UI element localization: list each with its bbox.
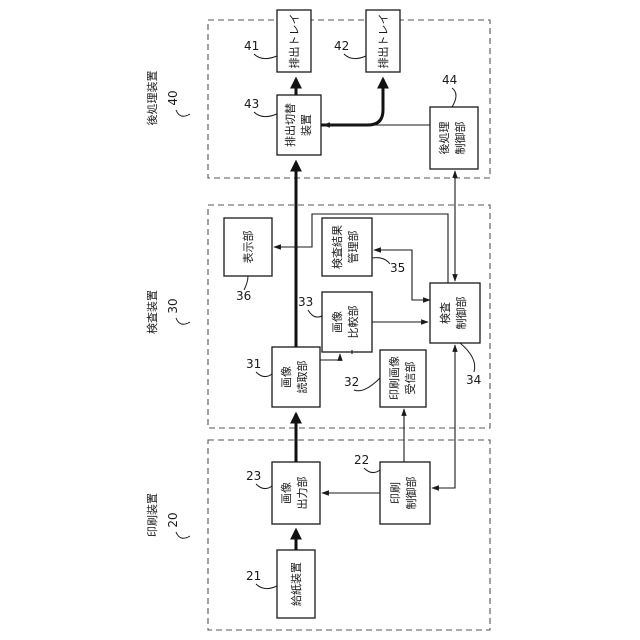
printer-device-label: 印刷装置 xyxy=(146,493,159,537)
image-read-label-1: 画像 xyxy=(280,366,293,388)
discharge-tray-2-label: 排出トレイ xyxy=(376,14,390,69)
result-management-label-1: 検査結果 xyxy=(330,225,344,269)
image-read-leader xyxy=(256,372,272,377)
inspection-control-ref: 34 xyxy=(466,373,481,387)
discharge-tray-1-ref: 41 xyxy=(244,39,259,53)
display-leader xyxy=(244,276,248,290)
paper-path-switcher-to-tray2 xyxy=(321,79,383,125)
discharge-tray-2-leader xyxy=(344,54,366,59)
discharge-tray-2-ref: 42 xyxy=(334,39,349,53)
post-device-leader xyxy=(176,110,190,116)
image-output-label-2: 出力部 xyxy=(295,477,309,510)
discharge-switcher-label-1: 排出切替 xyxy=(283,103,297,147)
image-output-ref: 23 xyxy=(246,469,261,483)
print-image-receive-label-2: 受信部 xyxy=(403,362,417,395)
signal-print-control-inspection-control xyxy=(432,345,455,488)
image-compare-ref: 33 xyxy=(298,295,313,309)
image-compare-leader xyxy=(308,310,322,317)
discharge-switcher-label-2: 装置 xyxy=(300,114,313,136)
image-output-leader xyxy=(256,484,272,489)
printer-device-ref: 20 xyxy=(166,512,180,527)
discharge-tray-1-leader xyxy=(254,54,277,59)
signal-read-to-compare xyxy=(320,354,340,360)
post-process-control-leader xyxy=(452,88,456,107)
display-label: 表示部 xyxy=(241,231,255,264)
print-image-receive-block xyxy=(380,350,426,407)
result-management-ref: 35 xyxy=(390,261,405,275)
discharge-switcher-ref: 43 xyxy=(244,97,259,111)
post-device-ref: 40 xyxy=(166,90,180,105)
inspector-device-label: 検査装置 xyxy=(145,290,159,334)
post-device-label: 後処理装置 xyxy=(145,71,159,126)
display-ref: 36 xyxy=(236,289,251,303)
post-process-control-label-1: 後処理 xyxy=(437,122,451,155)
post-process-control-ref: 44 xyxy=(442,73,457,87)
print-control-label-1: 印刷 xyxy=(389,482,402,504)
image-output-label-1: 画像 xyxy=(280,482,293,504)
result-management-label-2: 管理部 xyxy=(346,231,360,264)
print-image-receive-label-1: 印刷画像 xyxy=(388,356,401,400)
feeder-leader xyxy=(256,584,277,589)
printer-device-leader xyxy=(176,532,190,538)
inspection-control-label-2: 制御部 xyxy=(454,297,468,330)
feeder-label: 給紙装置 xyxy=(289,562,303,606)
result-management-leader xyxy=(372,258,390,264)
inspector-device-ref: 30 xyxy=(166,298,180,313)
image-compare-label-2: 比較部 xyxy=(346,306,360,339)
discharge-tray-1-label: 排出トレイ xyxy=(287,14,301,69)
print-image-receive-ref: 32 xyxy=(344,375,359,389)
inspection-control-label-1: 検査 xyxy=(438,302,452,324)
inspection-control-leader xyxy=(460,343,475,372)
post-process-control-label-2: 制御部 xyxy=(453,122,467,155)
print-control-ref: 22 xyxy=(354,453,369,467)
inspector-device-leader xyxy=(176,318,190,324)
print-control-label-2: 制御部 xyxy=(404,477,418,510)
image-read-label-2: 読取部 xyxy=(295,361,309,394)
feeder-ref: 21 xyxy=(246,569,261,583)
image-compare-label-1: 画像 xyxy=(331,311,344,333)
image-read-ref: 31 xyxy=(246,357,261,371)
signal-inspection-result-management xyxy=(374,250,430,300)
print-control-leader xyxy=(364,468,380,473)
discharge-switcher-leader xyxy=(254,112,277,117)
